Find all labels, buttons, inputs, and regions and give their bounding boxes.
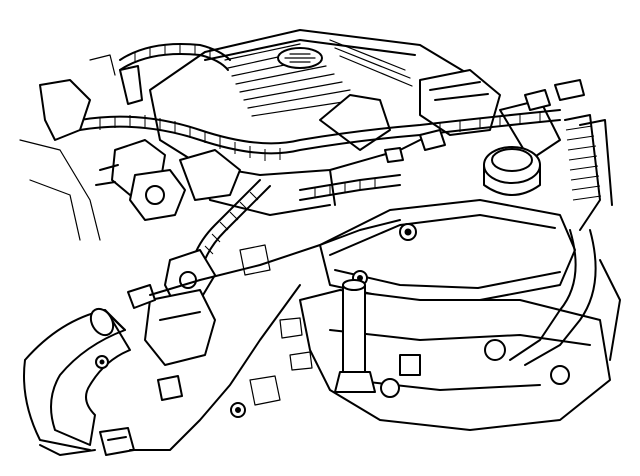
bottom-clip [99, 427, 135, 456]
vertical-tube [334, 279, 400, 398]
manifold-ribs [224, 39, 413, 117]
vacuum-line [129, 219, 401, 451]
wiring-harness [79, 43, 561, 161]
background-structure [19, 54, 313, 406]
engine-block [299, 289, 611, 431]
reservoir-cap [483, 146, 541, 196]
right-hoses [509, 229, 621, 366]
left-sensor-cluster [39, 65, 241, 221]
corrugated-loom [564, 114, 613, 231]
harness-connectors [384, 79, 585, 163]
air-intake-hose [23, 307, 131, 456]
hose-clamps [95, 284, 246, 418]
cover-emblem [277, 47, 323, 69]
throttle-bracket [144, 249, 216, 366]
